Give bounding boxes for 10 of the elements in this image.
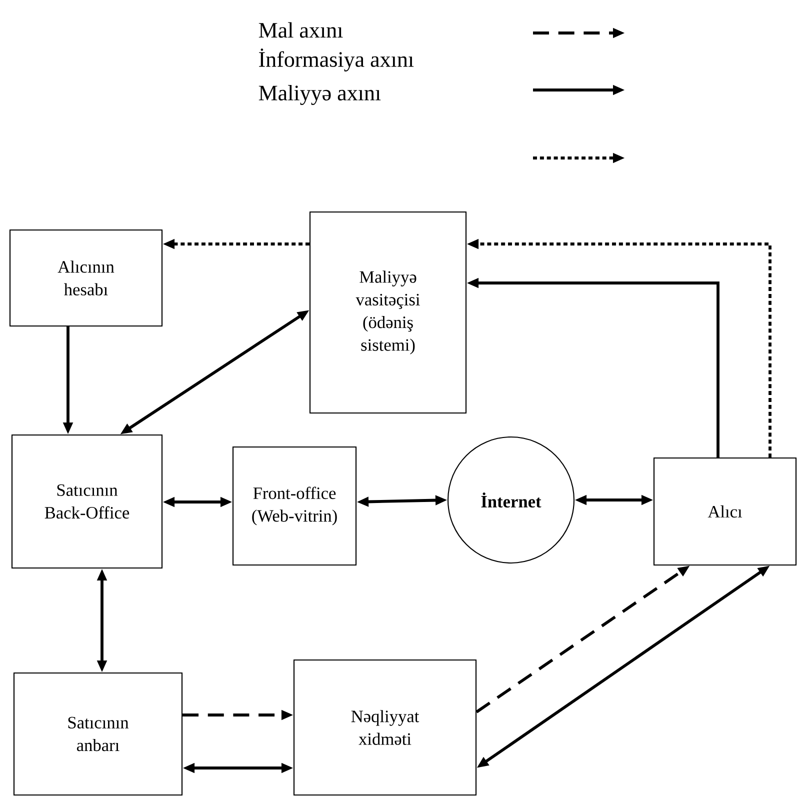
warehouse-box: Satıcının anbarı bbox=[13, 672, 183, 796]
back-office-box: Satıcının Back-Office bbox=[11, 434, 163, 569]
delivery-box: Nəqliyyat xidməti bbox=[293, 659, 477, 796]
legend-text: Maliyyə axını bbox=[258, 84, 381, 105]
legend-text: İnformasiya axını bbox=[259, 48, 414, 72]
buyer-box: Alıcı bbox=[653, 457, 797, 566]
legend-text: Mal axını bbox=[258, 22, 343, 38]
account-box: Alıcının hesabı bbox=[9, 229, 163, 327]
front-office-box: Front-office (Web-vitrin) bbox=[232, 446, 357, 566]
payment-box: Maliyyə vasitəçisi (ödəniş sistemi) bbox=[309, 211, 467, 414]
